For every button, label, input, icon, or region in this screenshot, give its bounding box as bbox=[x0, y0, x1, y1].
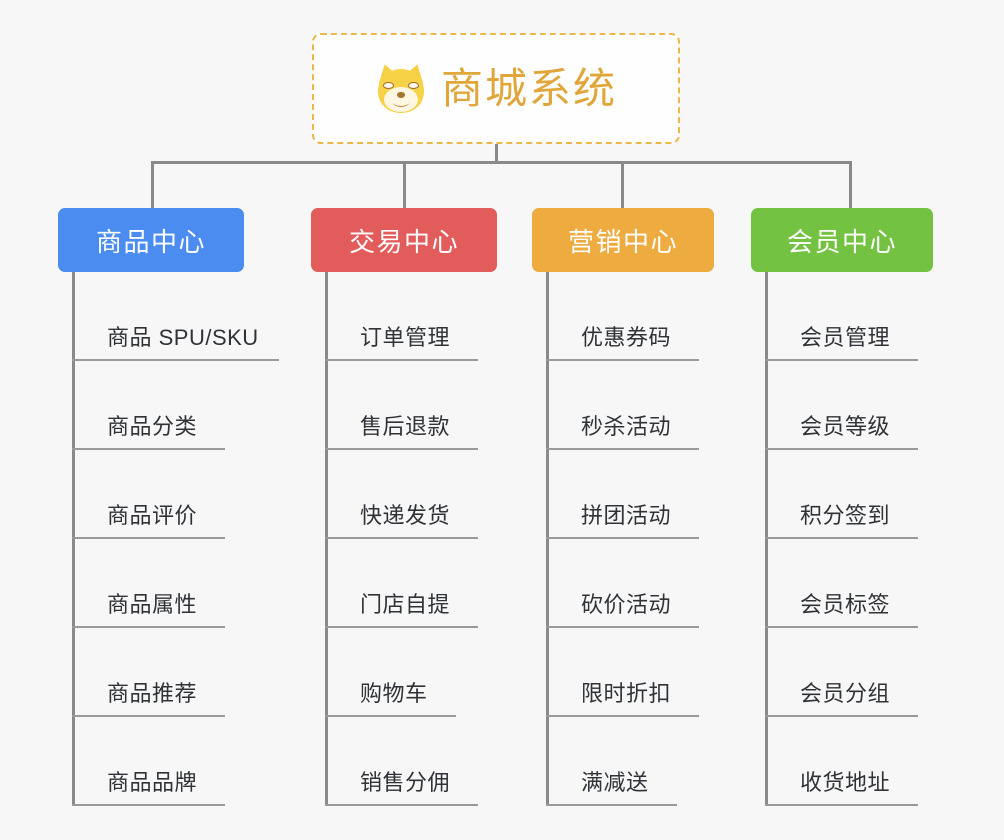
leaf-rule bbox=[325, 537, 478, 539]
leaf-rule bbox=[325, 448, 478, 450]
leaf-rule bbox=[72, 715, 225, 717]
category-title: 商品中心 bbox=[95, 226, 206, 257]
column-spine bbox=[325, 272, 328, 806]
leaf-rule bbox=[72, 537, 225, 539]
leaf-label: 商品 SPU/SKU bbox=[107, 325, 259, 350]
leaf-rule bbox=[765, 359, 918, 361]
category-header-trade-center[interactable]: 交易中心 bbox=[311, 208, 497, 272]
leaf-rule bbox=[72, 448, 225, 450]
category-header-product-center[interactable]: 商品中心 bbox=[58, 208, 244, 272]
leaf-label: 砍价活动 bbox=[581, 592, 672, 617]
connector-drop-3 bbox=[621, 161, 624, 209]
leaf-rule bbox=[765, 626, 918, 628]
leaf-label: 销售分佣 bbox=[360, 770, 451, 795]
leaf-rule bbox=[72, 359, 279, 361]
shiba-inu-icon bbox=[374, 60, 428, 115]
leaf-rule bbox=[546, 804, 677, 806]
category-title: 会员中心 bbox=[786, 226, 897, 257]
leaf-rule bbox=[546, 359, 699, 361]
connector-bus bbox=[152, 161, 852, 164]
leaf-rule bbox=[765, 537, 918, 539]
leaf-label: 售后退款 bbox=[360, 414, 451, 439]
connector-drop-2 bbox=[403, 161, 406, 209]
leaf-label: 商品评价 bbox=[107, 503, 198, 528]
category-header-marketing-center[interactable]: 营销中心 bbox=[532, 208, 714, 272]
connector-root-stem bbox=[495, 144, 498, 163]
column-spine bbox=[546, 272, 549, 806]
leaf-label: 会员等级 bbox=[800, 414, 891, 439]
leaf-label: 收货地址 bbox=[800, 770, 891, 795]
connector-drop-4 bbox=[849, 161, 852, 209]
leaf-rule bbox=[546, 448, 699, 450]
leaf-rule bbox=[546, 715, 699, 717]
leaf-rule bbox=[325, 715, 456, 717]
column-spine bbox=[72, 272, 75, 806]
leaf-label: 秒杀活动 bbox=[581, 414, 672, 439]
leaf-rule bbox=[325, 804, 478, 806]
leaf-rule bbox=[546, 537, 699, 539]
leaf-label: 会员分组 bbox=[800, 681, 891, 706]
leaf-label: 商品推荐 bbox=[107, 681, 198, 706]
leaf-label: 快递发货 bbox=[360, 503, 451, 528]
connector-drop-1 bbox=[151, 161, 154, 209]
leaf-rule bbox=[72, 804, 225, 806]
leaf-rule bbox=[765, 715, 918, 717]
column-spine bbox=[765, 272, 768, 806]
category-title: 营销中心 bbox=[567, 226, 678, 257]
leaf-label: 积分签到 bbox=[800, 503, 891, 528]
leaf-label: 订单管理 bbox=[360, 325, 451, 350]
leaf-label: 商品品牌 bbox=[107, 770, 198, 795]
category-header-member-center[interactable]: 会员中心 bbox=[751, 208, 933, 272]
leaf-rule bbox=[325, 359, 478, 361]
leaf-label: 满减送 bbox=[581, 770, 649, 795]
leaf-label: 拼团活动 bbox=[581, 503, 672, 528]
leaf-label: 会员管理 bbox=[800, 325, 891, 350]
leaf-rule bbox=[546, 626, 699, 628]
leaf-rule bbox=[325, 626, 478, 628]
leaf-label: 商品分类 bbox=[107, 414, 198, 439]
leaf-rule bbox=[765, 804, 918, 806]
leaf-label: 门店自提 bbox=[360, 592, 451, 617]
leaf-label: 会员标签 bbox=[800, 592, 891, 617]
leaf-label: 购物车 bbox=[360, 681, 428, 706]
leaf-rule bbox=[72, 626, 225, 628]
root-node[interactable]: 商城系统 bbox=[312, 33, 680, 144]
leaf-rule bbox=[765, 448, 918, 450]
category-title: 交易中心 bbox=[348, 226, 459, 257]
leaf-label: 优惠券码 bbox=[581, 325, 672, 350]
leaf-label: 限时折扣 bbox=[581, 681, 672, 706]
leaf-label: 商品属性 bbox=[107, 592, 198, 617]
root-title: 商城系统 bbox=[440, 64, 617, 112]
